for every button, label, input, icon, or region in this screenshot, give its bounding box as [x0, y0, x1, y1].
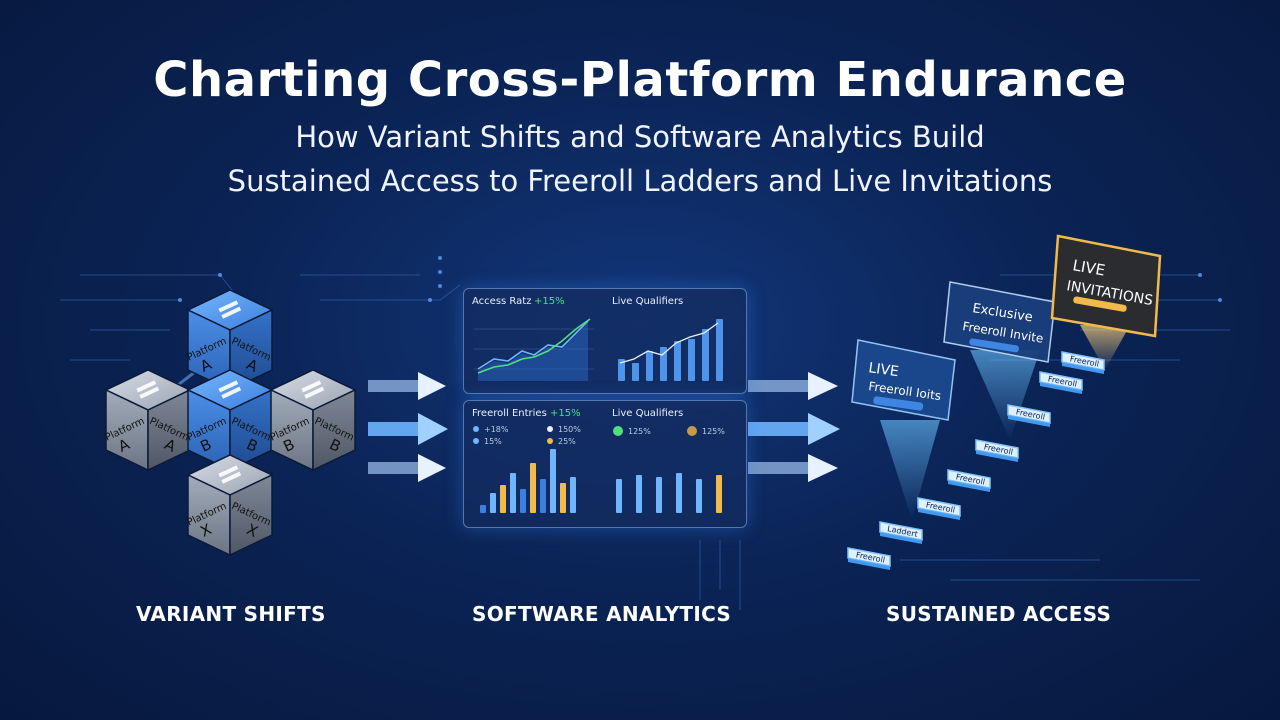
p4-bars-bar	[696, 479, 702, 513]
dashboard-top-panel: Access Ratz +15% Live Qualifiers	[463, 288, 747, 394]
card-live-1: LIVE	[867, 360, 899, 380]
p2-bars-bar	[618, 359, 625, 381]
p3-title: Freeroll Entries	[472, 408, 547, 419]
p1-badge: +15%	[534, 296, 565, 307]
p4-bars-bar	[656, 477, 662, 513]
p3-bars-bar	[530, 463, 536, 513]
p2-title: Live Qualifiers	[612, 296, 683, 307]
p3-stat-2: 150%	[558, 425, 581, 434]
arrow-left-3-icon	[368, 454, 446, 482]
beam-exclusive	[970, 350, 1040, 440]
p2-trend-line	[619, 322, 719, 364]
arrow-right-1-icon	[748, 372, 838, 400]
page-title: Charting Cross-Platform Endurance	[153, 52, 1127, 108]
card-live-freeroll: LIVE Freeroll Ioits	[851, 339, 956, 421]
subtitle-line-1: How Variant Shifts and Software Analytic…	[295, 120, 985, 154]
p3-bars-bar	[540, 479, 546, 513]
p2-bars-bar	[716, 319, 723, 381]
p4-bars-bar	[716, 475, 722, 513]
label-sustained-access: SUSTAINED ACCESS	[886, 602, 1112, 626]
ladder-step-5: Freeroll	[947, 469, 991, 492]
ladder-step-3: Freeroll	[1007, 404, 1051, 427]
p4-bars-bar	[676, 473, 682, 513]
beam-invitations	[1080, 325, 1130, 370]
ladder-step-6: Freeroll	[917, 497, 961, 520]
p3-bars-bar	[520, 489, 526, 513]
p4-bars-bar	[616, 479, 622, 513]
ladder-step-4: Freeroll	[975, 439, 1019, 462]
p1-area	[478, 323, 588, 381]
ladder-step-2: Freeroll	[1039, 371, 1083, 394]
arrow-right-3-icon	[748, 454, 838, 482]
p3-stat-3: 15%	[484, 437, 502, 446]
p3-bars-bar	[570, 477, 576, 513]
p4-title: Live Qualifiers	[612, 408, 683, 419]
p3-bars-bar	[550, 449, 556, 513]
p1-line-green	[477, 318, 591, 374]
p2-bars-bar	[674, 341, 681, 381]
p4-stat-1: 125%	[628, 427, 651, 436]
arrow-left-1-icon	[368, 372, 446, 400]
label-variant-shifts: VARIANT SHIFTS	[136, 602, 326, 626]
card-exclusive-invite: Exclusive Freeroll Invite	[943, 281, 1056, 363]
p4-bars-bar	[636, 475, 642, 513]
p1-title: Access Ratz	[472, 296, 531, 307]
p3-stat-1: +18%	[484, 425, 509, 434]
ladder-step-1: Freeroll	[1061, 351, 1105, 374]
p2-bars-bar	[688, 339, 695, 381]
p2-bars-bar	[632, 363, 639, 381]
subtitle-line-2: Sustained Access to Freeroll Ladders and…	[227, 164, 1053, 198]
p3-badge: +15%	[550, 408, 581, 419]
label-software-analytics: SOFTWARE ANALYTICS	[472, 602, 732, 626]
p2-bars-bar	[646, 351, 653, 381]
arrow-left-2-icon	[368, 413, 448, 445]
card-live-invitations: LIVE INVITATIONS	[1050, 234, 1162, 338]
p3-stat-4: 25%	[558, 437, 576, 446]
dashboard-bottom-panel: Freeroll Entries +15% Live Qualifiers +1…	[463, 400, 747, 528]
arrow-right-2-icon	[748, 413, 840, 445]
ladder-step-8: Freeroll	[847, 547, 891, 570]
p3-bars-bar	[510, 473, 516, 513]
p3-bars-bar	[500, 485, 506, 513]
card-inv-1: LIVE	[1071, 256, 1106, 279]
p3-bars-bar	[560, 483, 566, 513]
p1-line-blue	[477, 320, 589, 370]
ladder-step-7: Laddert	[879, 521, 923, 544]
p3-bars-bar	[490, 493, 496, 513]
beam-live	[880, 420, 940, 520]
p4-stat-2: 125%	[702, 427, 725, 436]
p2-bars-bar	[702, 329, 709, 381]
p3-bars-bar	[480, 505, 486, 513]
